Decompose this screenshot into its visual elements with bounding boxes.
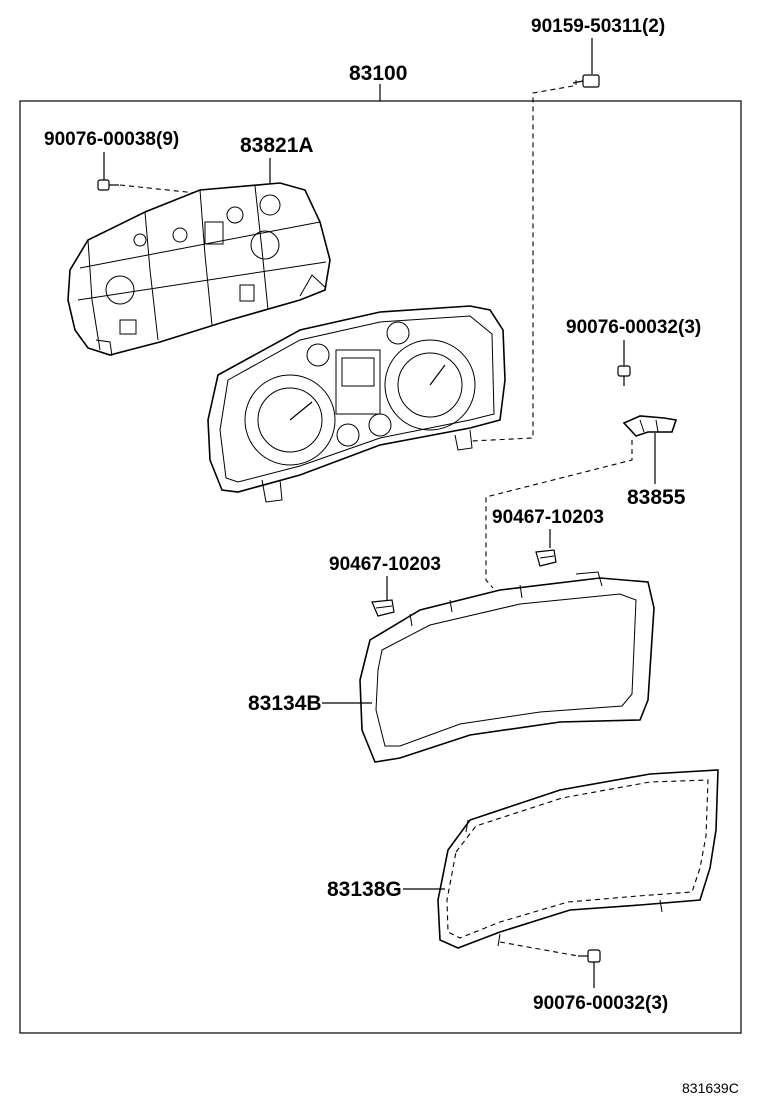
bezel-label: 83134B <box>248 692 322 715</box>
bezel-drawing <box>359 571 655 763</box>
bracket-label: 83855 <box>627 486 686 509</box>
rear-case-drawing <box>67 182 331 357</box>
clip-right-label: 90467-10203 <box>492 507 604 528</box>
clip-left-icon <box>371 599 395 617</box>
screw-rear-case-label: 90076-00038(9) <box>44 129 179 150</box>
screw-top-right-dash <box>470 85 574 442</box>
screw-top-right-icon <box>572 74 600 88</box>
screw-rear-case-dash <box>119 184 197 194</box>
screw-glass-icon <box>578 949 601 963</box>
screw-glass-dash <box>499 941 579 957</box>
screw-glass-label: 90076-00032(3) <box>533 993 668 1014</box>
assembly-label: 83100 <box>349 62 407 85</box>
meter-assembly-drawing <box>207 305 506 503</box>
screw-rear-case-icon <box>97 179 119 191</box>
screw-bracket-icon <box>617 365 631 386</box>
screw-bracket-label: 90076-00032(3) <box>566 317 701 338</box>
rear-case-label: 83821A <box>240 134 314 157</box>
bracket-dash <box>485 440 633 589</box>
glass-drawing <box>437 769 719 949</box>
clip-right-icon <box>535 549 557 567</box>
clip-left-label: 90467-10203 <box>329 554 441 575</box>
reference-code: 831639C <box>682 1080 739 1096</box>
bracket-drawing <box>622 415 678 437</box>
glass-label: 83138G <box>327 878 402 901</box>
screw-top-right-label: 90159-50311(2) <box>531 16 665 37</box>
